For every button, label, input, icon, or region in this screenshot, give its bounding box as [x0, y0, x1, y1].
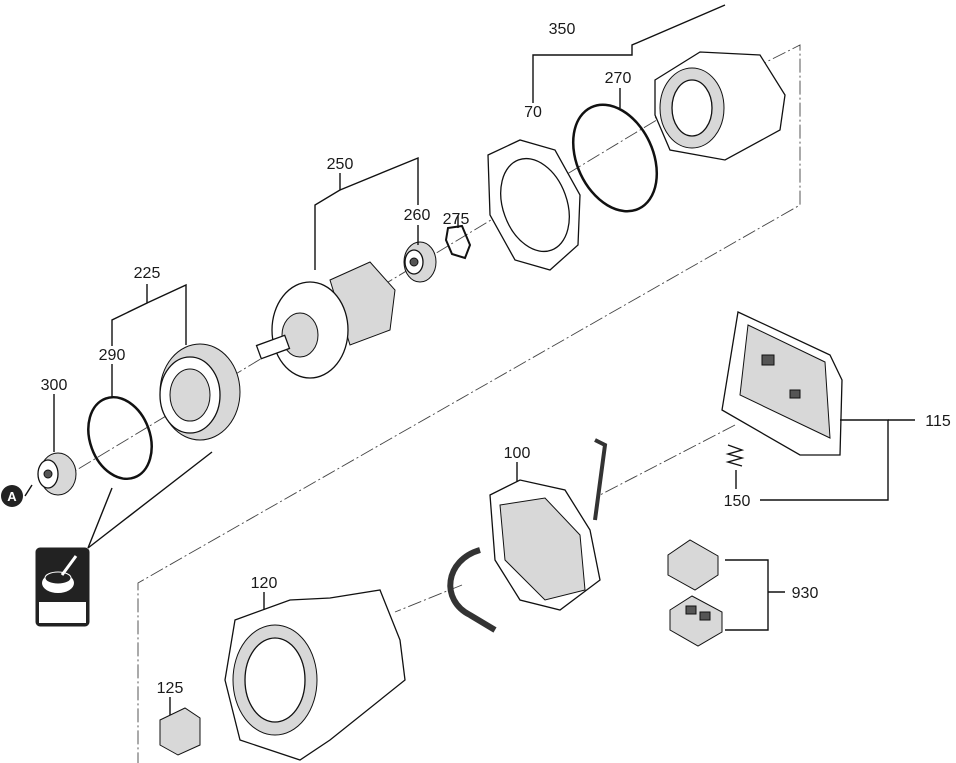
- baffle-ring-70-part: [487, 139, 581, 271]
- o-ring-290-part: [87, 395, 153, 481]
- armature-250-part: [255, 261, 396, 379]
- spring-150-part: [725, 444, 745, 467]
- label-225: 225: [134, 265, 161, 282]
- label-115: 115: [925, 413, 951, 430]
- label-150: 150: [724, 493, 751, 510]
- wave-washer-275-part: [444, 224, 472, 260]
- brush-holder-125-part: [159, 707, 201, 756]
- reference-marker-a: A: [1, 485, 23, 507]
- o-ring-270-part: [571, 103, 659, 213]
- label-260: 260: [404, 207, 431, 224]
- label-70: 70: [524, 104, 542, 121]
- bearing-holder-225-part: [159, 343, 241, 441]
- motor-housing-120-part: [224, 589, 406, 761]
- label-350: 350: [549, 21, 576, 38]
- part-labels: 350 270 70 250 260 275 225 290 300 115 1…: [41, 21, 951, 697]
- bearing-260-part: [403, 241, 437, 283]
- label-250: 250: [327, 156, 354, 173]
- label-120: 120: [251, 575, 278, 592]
- label-275: 275: [443, 211, 470, 228]
- field-assembly-100-part: [447, 438, 608, 633]
- label-125: 125: [157, 680, 184, 697]
- grease-lubricant-icon: [35, 547, 90, 627]
- carbon-brushes-930-part: [667, 539, 723, 647]
- label-270: 270: [605, 70, 632, 87]
- label-300: 300: [41, 377, 68, 394]
- label-290: 290: [99, 347, 126, 364]
- leader-lines: [24, 4, 915, 715]
- label-100: 100: [504, 445, 531, 462]
- pcb-controller-115-part: [721, 311, 843, 456]
- stator-housing-part: [654, 51, 786, 161]
- label-930: 930: [792, 585, 819, 602]
- marker-a-label: A: [7, 489, 17, 504]
- bearing-300-part: [37, 452, 77, 496]
